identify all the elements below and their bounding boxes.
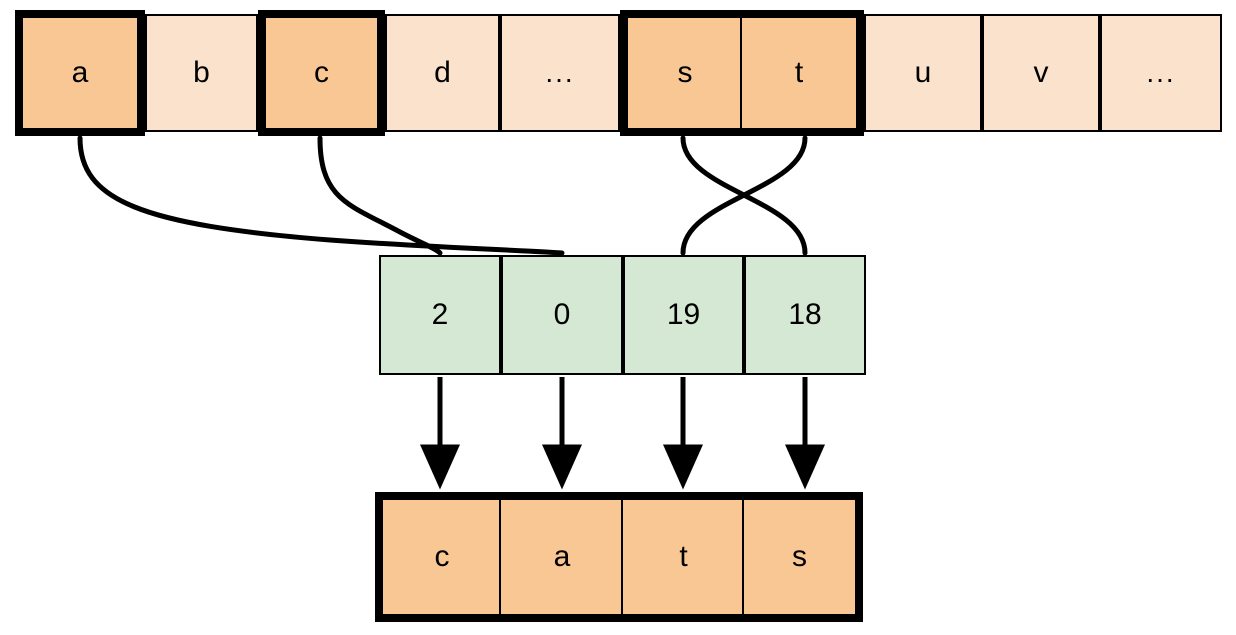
alphabet-cell-label: b (193, 56, 210, 89)
alphabet-cell-b[interactable]: b (145, 14, 258, 132)
output-cell-3[interactable]: s (744, 492, 863, 622)
alphabet-cell-label: a (71, 56, 89, 89)
output-cell-label: a (553, 540, 571, 573)
index-cell-label: 0 (553, 298, 571, 331)
alphabet-cell-label: ... (545, 57, 575, 88)
alphabet-cell-c[interactable]: c (258, 10, 385, 136)
curve-s-to-eighteen (680, 135, 808, 256)
alphabet-cell-s[interactable]: s (620, 10, 742, 136)
alphabet-cell-u[interactable]: u (864, 14, 982, 132)
index-cell-1[interactable]: 0 (501, 255, 623, 375)
curve-a-to-zero (77, 135, 565, 256)
output-cell-1[interactable]: a (501, 492, 623, 622)
output-cell-label: t (679, 540, 688, 573)
alphabet-cell-d[interactable]: d (385, 14, 500, 132)
output-cell-0[interactable]: c (375, 492, 501, 622)
index-cell-0[interactable]: 2 (379, 255, 501, 375)
alphabet-cell-label: ... (1146, 57, 1176, 88)
alphabet-cell-label: s (677, 56, 693, 89)
alphabet-cell-label: d (434, 56, 451, 89)
alphabet-cell-a[interactable]: a (15, 10, 145, 136)
index-cell-label: 18 (788, 298, 822, 331)
index-to-output-arrows (420, 377, 825, 490)
curve-c-to-two (317, 135, 443, 256)
output-cell-label: s (792, 540, 807, 573)
index-cell-3[interactable]: 18 (744, 255, 866, 375)
index-cell-2[interactable]: 19 (623, 255, 744, 375)
output-cell-label: c (434, 540, 450, 573)
alphabet-cell-ellipsis-right[interactable]: ... (1100, 14, 1222, 132)
curve-t-to-nineteen (680, 135, 808, 256)
alphabet-cell-label: u (914, 56, 932, 89)
alphabet-cell-label: v (1033, 56, 1049, 89)
index-cell-label: 2 (431, 298, 449, 331)
letter-to-index-curves (77, 135, 808, 256)
alphabet-cell-ellipsis-left[interactable]: ... (500, 14, 620, 132)
alphabet-cell-label: c (314, 56, 329, 89)
alphabet-cell-v[interactable]: v (982, 14, 1100, 132)
output-cell-2[interactable]: t (623, 492, 744, 622)
alphabet-cell-label: t (794, 56, 804, 89)
alphabet-cell-t[interactable]: t (742, 10, 864, 136)
index-cell-label: 19 (666, 298, 701, 331)
